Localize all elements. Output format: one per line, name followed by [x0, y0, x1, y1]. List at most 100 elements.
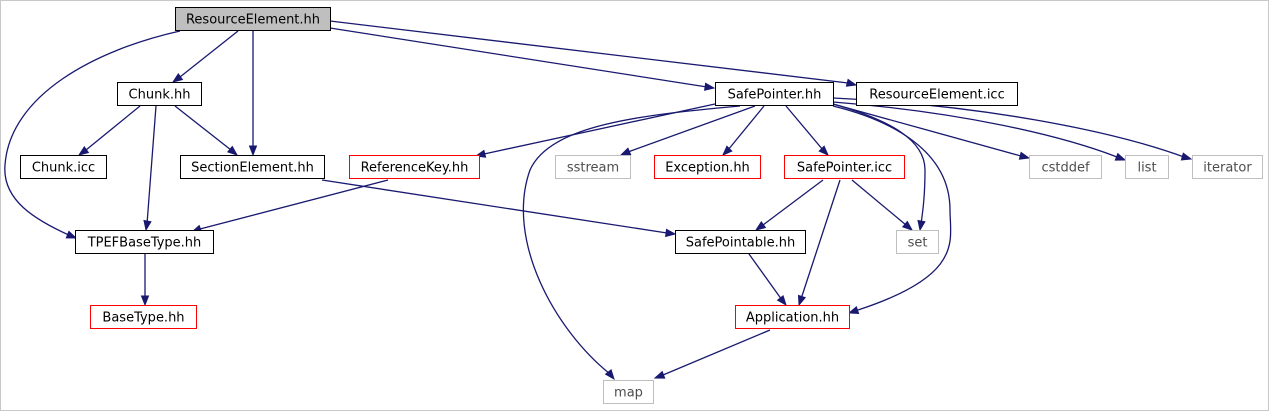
node-iterator: iterator: [1192, 155, 1263, 179]
node-cstddef: cstddef: [1029, 155, 1102, 179]
edge-resource-element-hh-to-safe-pointer-hh: [329, 27, 716, 91]
arrowhead: [754, 221, 767, 231]
arrowhead: [847, 305, 860, 315]
node-sstream: sstream: [555, 155, 631, 179]
edge-resource-element-hh-to-tpef-base-type-hh: [4, 30, 181, 239]
edge-reference-key-hh-to-tpef-base-type-hh: [190, 179, 389, 233]
edge-section-element-hh-to-safe-pointable-hh: [321, 179, 677, 238]
edge-line: [727, 105, 765, 151]
node-box: [896, 230, 939, 254]
node-box: [654, 155, 761, 179]
arrowhead: [703, 82, 716, 91]
edge-resource-element-hh-to-section-element-hh: [248, 31, 258, 157]
node-label: SafePointer.icc: [797, 161, 892, 176]
edge-safe-pointer-hh-to-list: [832, 101, 1127, 161]
node-box: [1029, 155, 1102, 179]
arrowhead: [619, 147, 632, 156]
node-label: list: [1137, 161, 1156, 176]
edge-safe-pointer-icc-to-set: [851, 179, 914, 231]
edge-line: [832, 103, 1022, 157]
edge-line: [4, 30, 181, 237]
node-label: BaseType.hh: [102, 311, 184, 326]
edge-line: [329, 20, 849, 84]
arrowhead: [1018, 151, 1031, 160]
arrowhead: [1180, 152, 1193, 161]
node-box: [675, 230, 806, 254]
edge-line: [785, 105, 824, 151]
edge-line: [522, 105, 741, 375]
arrowhead: [797, 294, 807, 307]
arrowhead: [77, 146, 90, 156]
node-chunk-hh[interactable]: Chunk.hh: [117, 82, 202, 106]
arrowhead: [722, 145, 733, 156]
node-safe-pointer-icc[interactable]: SafePointer.icc: [784, 155, 905, 179]
node-box: [715, 82, 834, 106]
node-box: [180, 155, 325, 179]
edge-application-hh-to-map: [653, 329, 771, 379]
node-box: [90, 305, 197, 329]
edge-line: [832, 103, 926, 225]
node-application-hh[interactable]: Application.hh: [735, 305, 850, 329]
node-label: SectionElement.hh: [191, 161, 314, 176]
node-label: ReferenceKey.hh: [361, 161, 469, 176]
edge-line: [800, 179, 841, 300]
node-tpef-base-type-hh[interactable]: TPEFBaseType.hh: [75, 230, 214, 254]
edge-line: [627, 105, 756, 153]
node-safe-pointer-hh[interactable]: SafePointer.hh: [715, 82, 834, 106]
arrowhead: [845, 78, 858, 87]
node-box: [1192, 155, 1263, 179]
edge-line: [199, 179, 389, 230]
node-box: [1125, 155, 1169, 179]
node-chunk-icc[interactable]: Chunk.icc: [20, 155, 107, 179]
node-reference-key-hh[interactable]: ReferenceKey.hh: [349, 155, 480, 179]
node-box: [856, 82, 1018, 106]
node-safe-pointable-hh[interactable]: SafePointable.hh: [675, 230, 806, 254]
node-label: SafePointer.hh: [728, 88, 822, 103]
edge-safe-pointer-icc-to-safe-pointable-hh: [754, 179, 824, 231]
edge-line: [832, 101, 1118, 158]
edge-chunk-hh-to-chunk-icc: [77, 105, 141, 156]
edge-safe-pointer-hh-to-cstddef: [832, 103, 1031, 160]
node-label: Chunk.icc: [32, 161, 95, 176]
arrowhead: [653, 370, 666, 379]
edge-line: [321, 179, 668, 234]
node-section-element-hh[interactable]: SectionElement.hh: [180, 155, 325, 179]
node-resource-element-hh[interactable]: ResourceElement.hh: [175, 7, 331, 31]
node-resource-element-icc[interactable]: ResourceElement.icc: [856, 82, 1018, 106]
node-box: [20, 155, 107, 179]
node-box: [735, 305, 850, 329]
node-label: TPEFBaseType.hh: [87, 236, 202, 251]
node-box: [603, 380, 654, 404]
edge-safe-pointer-icc-to-application-hh: [797, 179, 841, 307]
node-label: Exception.hh: [665, 161, 750, 176]
edge-resource-element-hh-to-chunk-hh: [171, 30, 239, 83]
arrowhead: [140, 295, 150, 307]
edge-line: [174, 105, 232, 151]
edge-safe-pointer-hh-to-set: [832, 103, 926, 232]
edge-safe-pointable-hh-to-application-hh: [748, 253, 787, 307]
node-label: SafePointable.hh: [686, 236, 796, 251]
node-map: map: [603, 380, 654, 404]
node-label: ResourceElement.icc: [869, 88, 1004, 103]
arrowhead: [248, 145, 258, 157]
node-exception-hh[interactable]: Exception.hh: [654, 155, 761, 179]
node-box: [349, 155, 480, 179]
node-label: Application.hh: [746, 311, 839, 326]
node-list: list: [1125, 155, 1169, 179]
node-label: iterator: [1203, 161, 1252, 176]
edge-safe-pointer-hh-to-exception-hh: [722, 105, 765, 156]
edge-line: [85, 105, 141, 151]
edge-tpef-base-type-hh-to-base-type-hh: [140, 254, 150, 307]
node-base-type-hh[interactable]: BaseType.hh: [90, 305, 197, 329]
edge-line: [662, 329, 771, 376]
arrowhead: [665, 228, 677, 238]
edge-line: [748, 253, 783, 301]
node-label: set: [908, 236, 928, 251]
edge-safe-pointer-hh-to-application-hh: [832, 105, 952, 315]
edge-line: [329, 27, 708, 88]
node-set: set: [896, 230, 939, 254]
arrowhead: [818, 145, 829, 156]
edge-line: [832, 105, 952, 311]
node-box: [117, 82, 202, 106]
